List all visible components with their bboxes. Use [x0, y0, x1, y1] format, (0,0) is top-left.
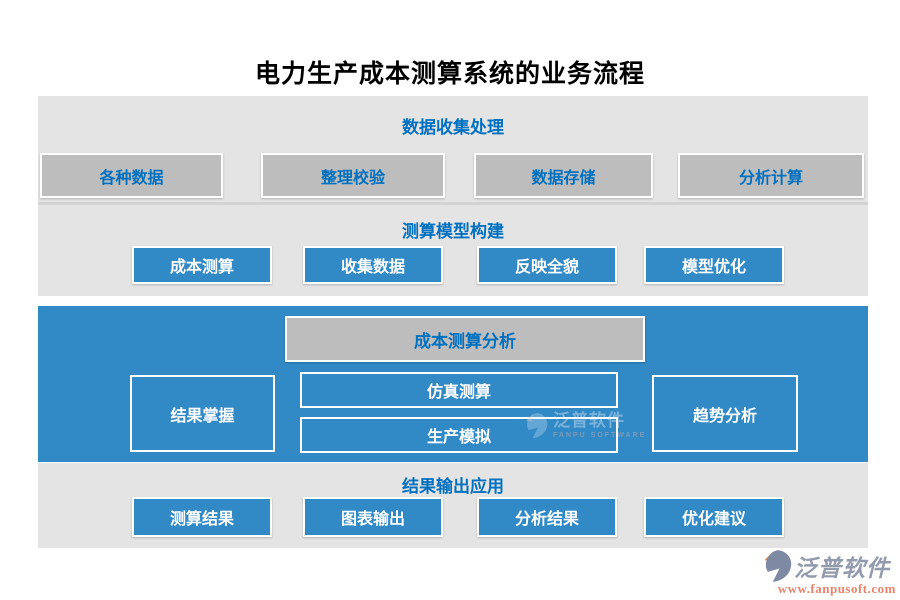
stage1-box-various-data: 各种数据 [40, 153, 223, 198]
stage4-box-optimize-advice: 优化建议 [644, 497, 784, 537]
stage4-box-analysis-results: 分析结果 [477, 497, 617, 537]
stage1-header: 数据收集处理 [402, 118, 504, 137]
stage2-box-cost-calc: 成本测算 [132, 246, 272, 284]
vendor-website: www.fanpusoft.com [777, 581, 896, 596]
vendor-logo-text: 泛普软件 [794, 555, 890, 581]
stage2-band-model-construction: 测算模型构建 成本测算 收集数据 反映全貌 模型优化 [38, 205, 868, 296]
vendor-logo-icon [764, 550, 792, 582]
stage1-band-data-collection: 数据收集处理 各种数据 整理校验 数据存储 分析计算 [38, 96, 868, 202]
stage4-band-result-output: 结果输出应用 测算结果 图表输出 分析结果 优化建议 [38, 463, 868, 548]
stage3-box-simulation-calc: 仿真测算 [300, 372, 618, 408]
stage4-box-chart-output: 图表输出 [303, 497, 443, 537]
stage3-box-trend-analysis: 趋势分析 [652, 375, 798, 452]
stage1-box-organize-verify: 整理校验 [261, 153, 445, 198]
stage3-box-production-sim: 生产模拟 [300, 417, 618, 453]
stage4-header: 结果输出应用 [402, 477, 504, 496]
stage3-band-cost-analysis: 成本测算分析 结果掌握 仿真测算 生产模拟 趋势分析 泛普软件 FANPU SO… [38, 306, 868, 462]
stage2-box-reflect-whole: 反映全貌 [477, 246, 617, 284]
stage2-box-collect-data: 收集数据 [303, 246, 443, 284]
stage3-box-result-grasp: 结果掌握 [130, 375, 275, 452]
stage1-box-data-storage: 数据存储 [474, 153, 653, 198]
stage1-box-analysis-compute: 分析计算 [678, 153, 864, 198]
vendor-logo: 泛普软件 www.fanpusoft.com [762, 549, 896, 597]
stage2-box-model-optimize: 模型优化 [644, 246, 784, 284]
band-divider [38, 202, 868, 205]
stage4-box-calc-results: 测算结果 [132, 497, 272, 537]
stage2-header: 测算模型构建 [402, 222, 504, 241]
stage3-header-box: 成本测算分析 [285, 316, 645, 362]
page-title: 电力生产成本测算系统的业务流程 [254, 60, 645, 88]
